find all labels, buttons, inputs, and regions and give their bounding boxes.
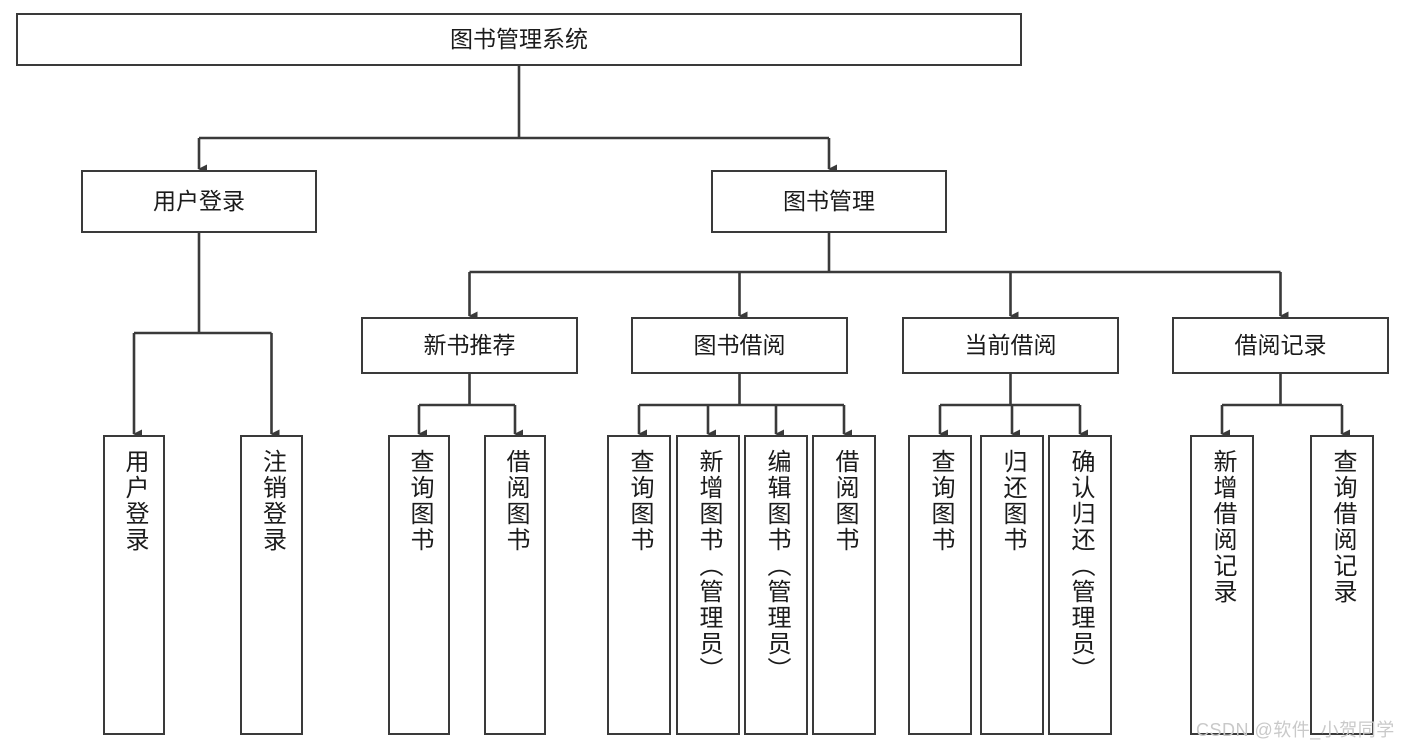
node-label: 新增图书（管理员） (695, 449, 722, 683)
node-leaf-query-record[interactable]: 查询借阅记录 (1310, 435, 1374, 735)
node-book-management[interactable]: 图书管理 (711, 170, 947, 233)
node-leaf-user-login[interactable]: 用户登录 (103, 435, 165, 735)
node-label: 确认归还（管理员） (1067, 449, 1094, 683)
node-label: 归还图书 (999, 449, 1026, 553)
node-label: 查询图书 (626, 449, 653, 553)
node-leaf-query-book-1[interactable]: 查询图书 (388, 435, 450, 735)
node-label: 编辑图书（管理员） (763, 449, 790, 683)
node-user-login[interactable]: 用户登录 (81, 170, 317, 233)
node-label: 用户登录 (121, 449, 148, 553)
node-label: 新书推荐 (423, 331, 516, 358)
watermark: CSDN @软件_小贺同学 (1196, 720, 1395, 740)
node-label: 新增借阅记录 (1209, 449, 1236, 605)
node-label: 借阅图书 (502, 449, 529, 553)
node-root[interactable]: 图书管理系统 (16, 13, 1022, 66)
node-leaf-add-record[interactable]: 新增借阅记录 (1190, 435, 1254, 735)
node-leaf-edit-book[interactable]: 编辑图书（管理员） (744, 435, 808, 735)
node-label: 图书管理 (783, 187, 875, 214)
node-label: 查询借阅记录 (1329, 449, 1356, 605)
node-label: 查询图书 (406, 449, 433, 553)
node-label: 图书管理系统 (450, 25, 588, 52)
node-book-borrow[interactable]: 图书借阅 (631, 317, 848, 374)
node-label: 借阅图书 (831, 449, 858, 553)
node-label: 查询图书 (927, 449, 954, 553)
node-leaf-borrow-book-2[interactable]: 借阅图书 (812, 435, 876, 735)
node-leaf-query-book-3[interactable]: 查询图书 (908, 435, 972, 735)
node-leaf-logout[interactable]: 注销登录 (240, 435, 303, 735)
node-label: 用户登录 (153, 187, 245, 214)
node-leaf-add-book[interactable]: 新增图书（管理员） (676, 435, 740, 735)
node-label: 借阅记录 (1234, 331, 1327, 358)
node-leaf-confirm-return[interactable]: 确认归还（管理员） (1048, 435, 1112, 735)
node-borrow-record[interactable]: 借阅记录 (1172, 317, 1389, 374)
node-label: 当前借阅 (964, 331, 1057, 358)
node-leaf-borrow-book-1[interactable]: 借阅图书 (484, 435, 546, 735)
node-new-book-recommend[interactable]: 新书推荐 (361, 317, 578, 374)
node-current-borrow[interactable]: 当前借阅 (902, 317, 1119, 374)
node-label: 注销登录 (258, 449, 286, 553)
node-label: 图书借阅 (693, 331, 786, 358)
node-leaf-return-book[interactable]: 归还图书 (980, 435, 1044, 735)
node-leaf-query-book-2[interactable]: 查询图书 (607, 435, 671, 735)
